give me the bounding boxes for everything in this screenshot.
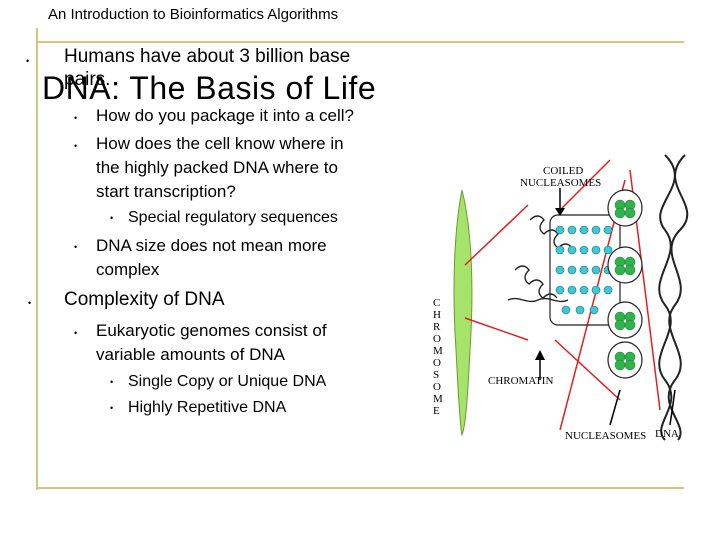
arrow-nucleasomes [609,389,621,426]
sub-sub-bullet-single-copy: Single Copy or Unique DNA [128,373,327,390]
label-chromosome-letter: C [433,297,441,309]
sub-bullet-size-line-1: DNA size does not mean more [96,236,327,255]
bullet-1-line-2: pairs. [64,69,111,90]
red-guide-line [464,317,529,341]
bottom-accent-line [36,487,684,489]
bullet-dot: • [26,56,30,66]
label-dna: DNA [655,428,679,440]
bullet-dot: • [74,242,78,252]
red-guide-line [554,339,621,401]
left-accent-line [36,28,38,490]
top-accent-line [36,41,684,43]
sub-bullet-transcription-line-3: start transcription? [96,182,236,201]
red-guide-line [559,159,611,211]
label-chromatin: CHROMATIN [488,375,554,387]
sub-sub-bullet-repetitive: Highly Repetitive DNA [128,399,287,416]
arrow-dna [669,389,676,426]
label-nucleasomes: NUCLEASOMES [565,430,647,442]
sub-sub-bullet-regulatory: Special regulatory sequences [128,209,338,226]
slide-title: DNA: The Basis of Life [42,70,377,106]
bullet-dot: • [74,328,78,338]
bullet-dot: • [28,298,32,308]
sub-bullet-transcription-line-1: How does the cell know where in [96,134,344,153]
arrow-head [555,208,565,216]
label-chromosome-letter: O [433,333,441,345]
sub-bullet-packaging: How do you package it into a cell? [96,106,354,125]
coiled-nucleasomes-cluster [549,214,621,326]
label-chromosome-letter: O [433,381,441,393]
label-chromosome-letter: M [433,345,443,357]
label-chromosome-letter: H [433,309,441,321]
bullet-dot: • [74,141,78,151]
label-chromosome-letter: M [433,393,443,405]
sub-bullet-size-line-2: complex [96,260,160,279]
label-chromosome-letter: R [433,321,441,333]
label-chromosome-letter: O [433,357,441,369]
bullet-dot: • [110,403,114,413]
label-coiled-nucleasomes: NUCLEASOMES [520,177,602,189]
label-chromosome-letter: E [433,405,440,417]
sub-bullet-eukaryotic-line-1: Eukaryotic genomes consist of [96,321,327,340]
dna-packaging-figure [453,154,689,441]
bullet-dot: • [74,113,78,123]
dna-double-helix [658,154,689,441]
bullet-1-line-1: Humans have about 3 billion base [64,46,351,67]
arrow-head [535,350,545,360]
sub-bullet-transcription-line-2: the highly packed DNA where to [96,158,338,177]
header-title: An Introduction to Bioinformatics Algori… [48,6,339,23]
chromosome-shape [453,189,473,437]
bullet-2: Complexity of DNA [64,289,225,310]
label-chromosome-letter: S [433,369,440,381]
label-coiled: COILED [543,165,584,177]
bullet-dot: • [110,213,114,223]
red-guide-line [464,204,529,266]
bullet-dot: • [110,377,114,387]
sub-bullet-eukaryotic-line-2: variable amounts of DNA [96,345,285,364]
nucleosome-column [607,189,643,379]
